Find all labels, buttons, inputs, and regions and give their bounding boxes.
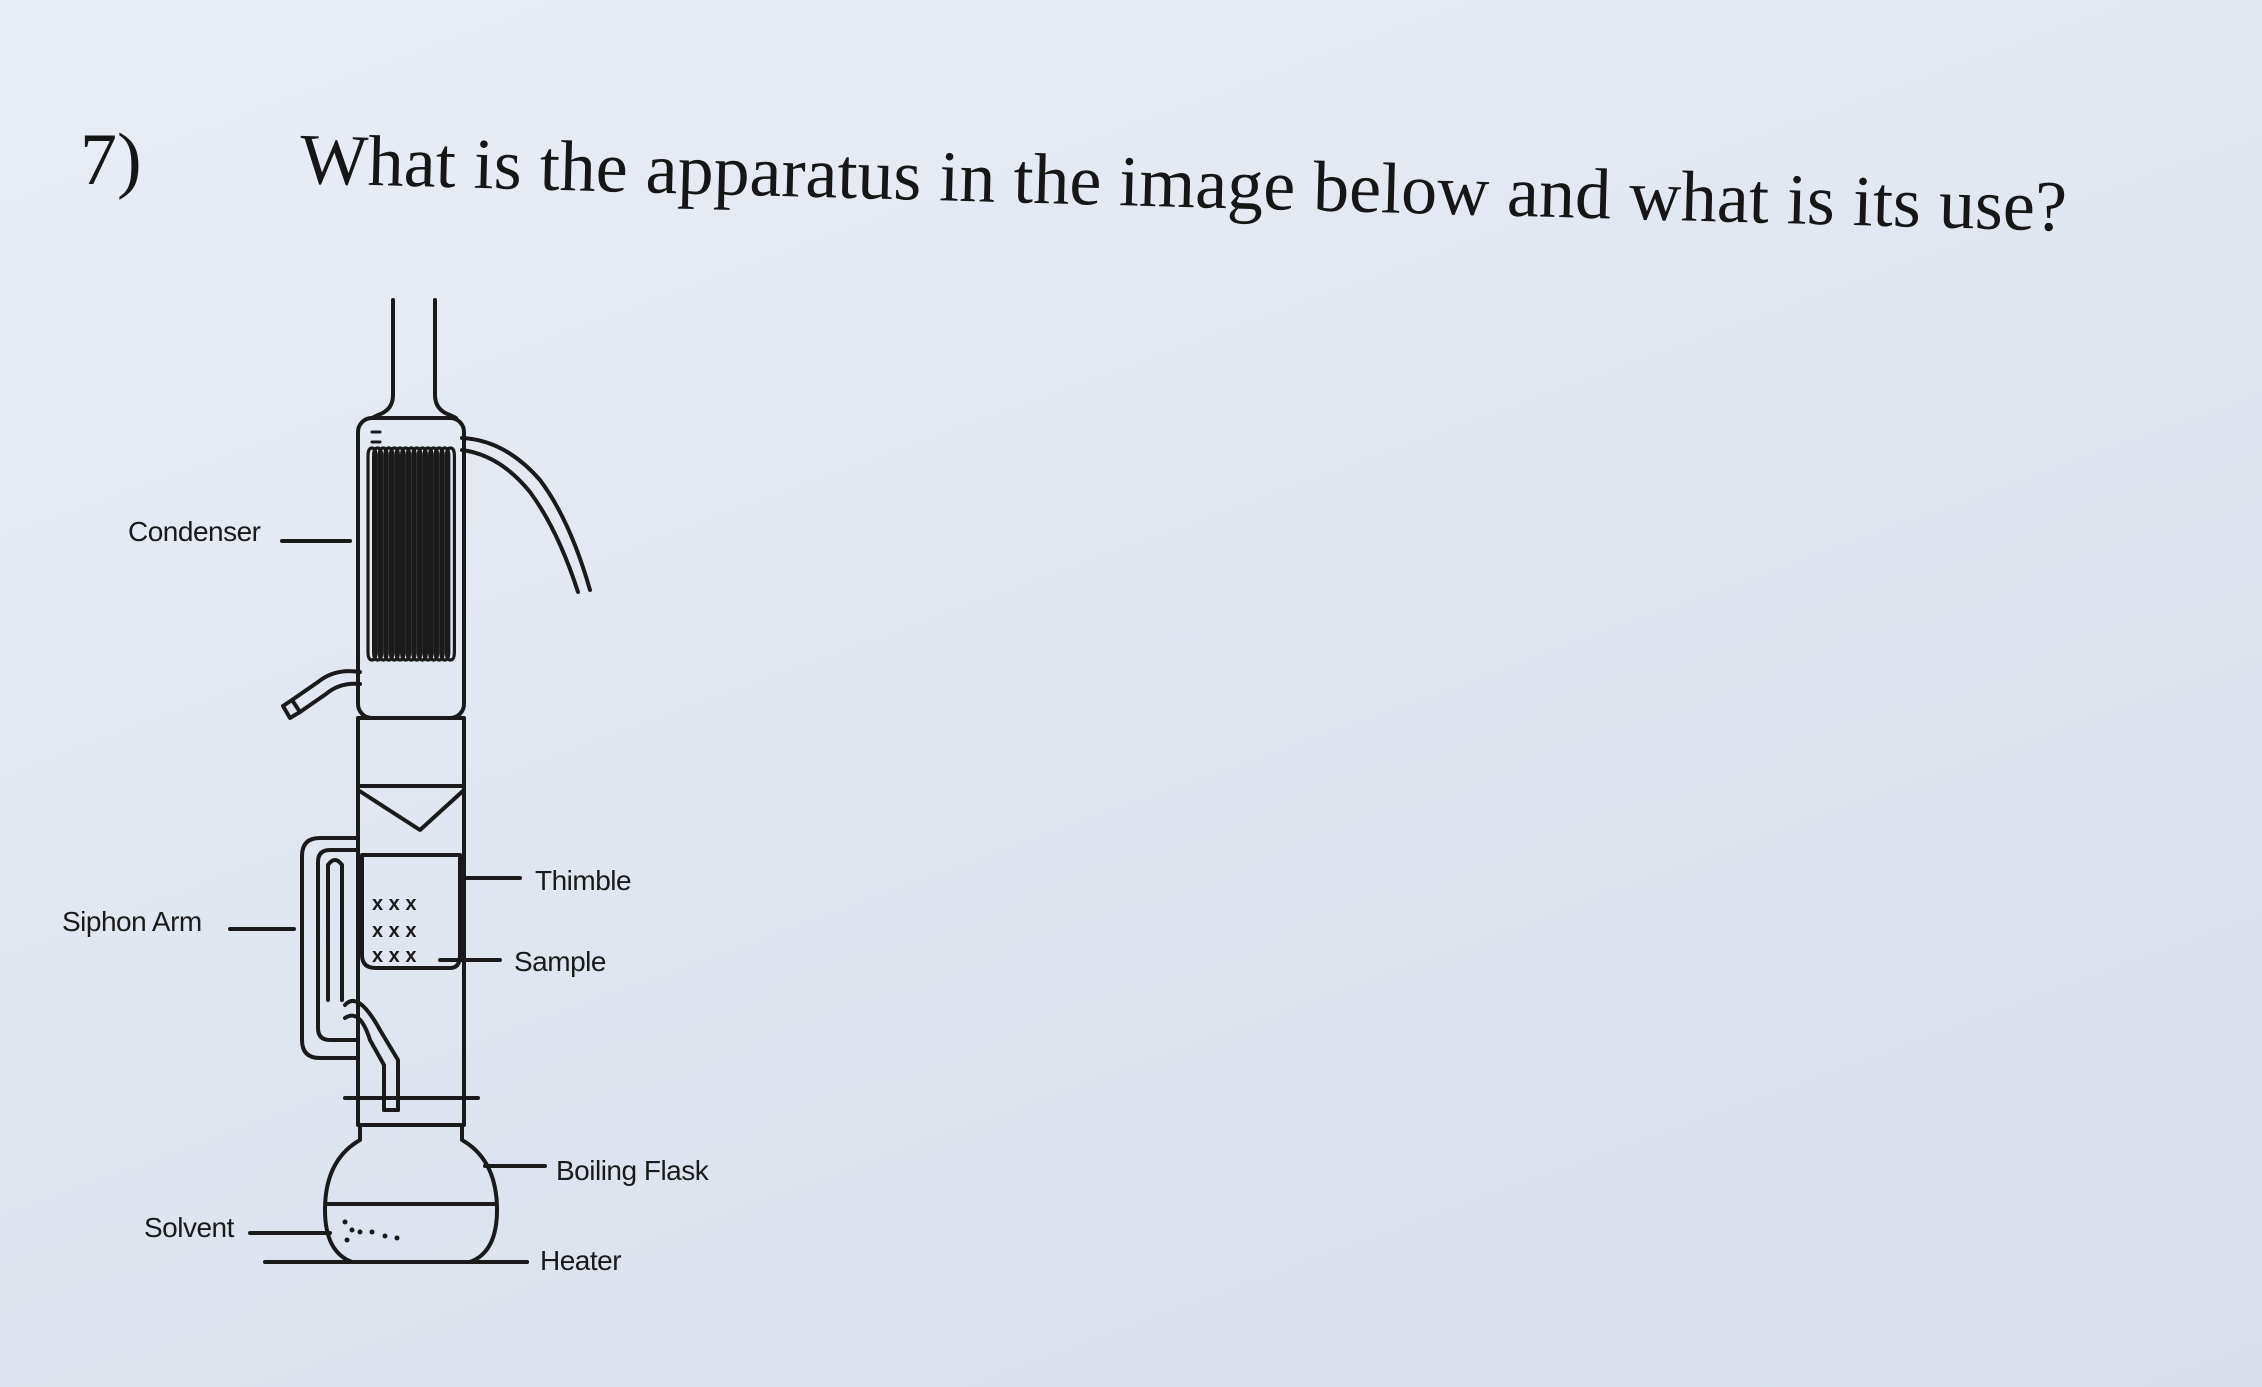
condenser-coil	[370, 430, 382, 444]
question-number: 7)	[80, 119, 142, 201]
coil-loop	[428, 446, 440, 662]
water-inlet-hose-lower	[298, 681, 362, 714]
label-sample: Sample	[514, 946, 606, 977]
svg-text:x x x: x x x	[372, 945, 416, 967]
coil-loop	[416, 446, 428, 662]
label-thimble: Thimble	[535, 865, 631, 896]
coil-loop	[405, 446, 417, 662]
coil-loop	[388, 446, 400, 662]
svg-text:x x x: x x x	[372, 893, 416, 915]
coil-loop	[377, 446, 389, 662]
coil-loop	[411, 446, 423, 662]
solvent-dots	[342, 1219, 400, 1243]
coil-loop	[383, 446, 395, 662]
coil-loop	[444, 446, 456, 662]
boiling-flask	[323, 1123, 499, 1264]
coil-loop	[422, 446, 434, 662]
water-inlet-hose	[290, 669, 362, 702]
coil-loop	[433, 446, 445, 662]
condenser-coil-loops	[366, 446, 456, 662]
label-solvent: Solvent	[144, 1212, 235, 1243]
label-siphon-arm: Siphon Arm	[62, 906, 202, 937]
label-boiling-flask: Boiling Flask	[556, 1155, 710, 1186]
extraction-chamber	[356, 716, 466, 1077]
coil-loop	[439, 446, 451, 662]
water-outlet-hose-inner	[460, 448, 580, 594]
water-outlet-hose	[460, 436, 592, 592]
svg-text:x x x: x x x	[372, 920, 416, 942]
condenser-top-tube	[370, 298, 458, 420]
siphon-arm	[300, 836, 400, 1112]
coil-loop	[400, 446, 412, 662]
coil-loop	[366, 446, 378, 662]
sample-marks: x x x x x x x x x	[372, 893, 416, 967]
label-condenser: Condenser	[128, 516, 261, 547]
coil-loop	[372, 446, 384, 662]
label-heater: Heater	[540, 1245, 621, 1276]
coil-loop	[394, 446, 406, 662]
lower-joint	[343, 1073, 480, 1127]
